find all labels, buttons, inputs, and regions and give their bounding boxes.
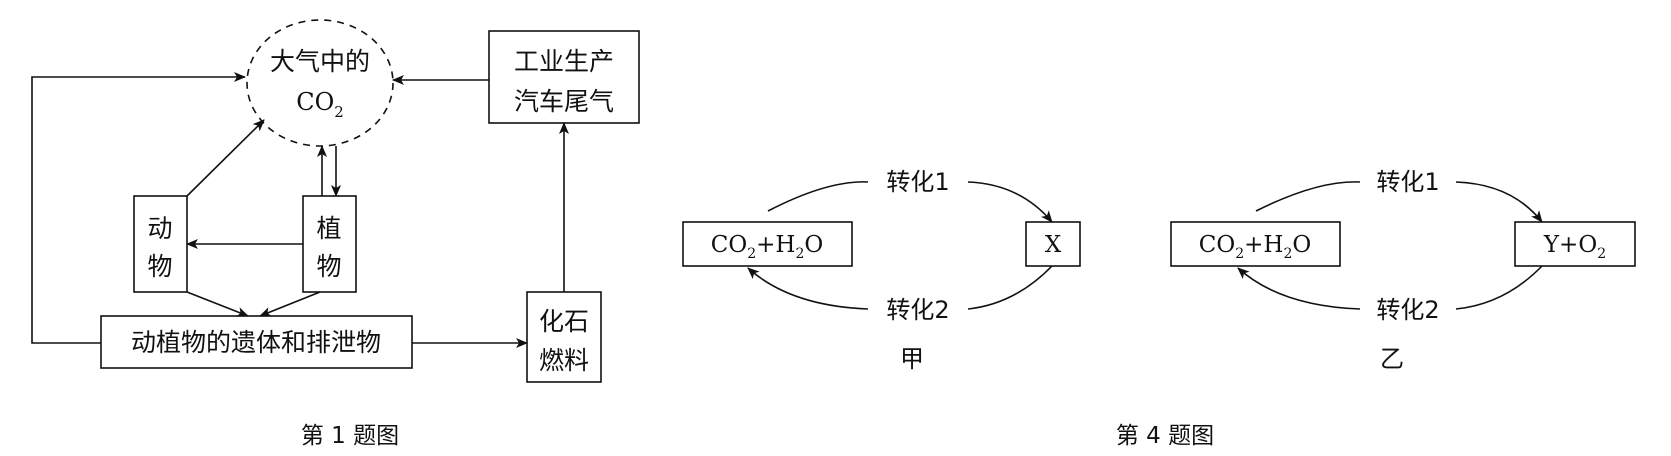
animal-node: 动 物	[133, 195, 188, 293]
industry-label: 工业生产	[514, 47, 614, 76]
yi-products-formula: Y+O2	[1543, 232, 1606, 262]
fossil-label-1: 化石	[539, 307, 589, 336]
arrow-plant-to-remains	[259, 291, 321, 317]
yi-conversion2-arc-right	[1455, 265, 1543, 310]
yi-conversion2-label: 转化2	[1376, 296, 1439, 324]
jia-conversion2-label: 转化2	[886, 296, 949, 324]
yi-conversion1-label: 转化1	[1376, 168, 1439, 196]
plant-node: 植 物	[302, 195, 357, 293]
animal-label-2: 物	[147, 252, 172, 281]
yi-label: 乙	[1380, 345, 1404, 373]
yi-conversion1-arc-left	[1255, 181, 1361, 212]
conversion-diagram-jia: CO2+H2O X 转化1 转化2 甲	[682, 168, 1081, 373]
yi-products-box	[1514, 221, 1636, 267]
jia-conversion2-arc-left	[747, 267, 869, 310]
carbon-cycle-diagram: 大气中的 CO2 工业生产 汽车尾气 动 物 植 物 动植物的遗体和排泄物	[31, 19, 640, 449]
animal-label-1: 动	[147, 214, 172, 243]
jia-label: 甲	[900, 345, 924, 373]
yi-reactants-box	[1170, 221, 1341, 267]
figure1-caption: 第 1 题图	[301, 423, 399, 449]
jia-conversion1-arc-right	[967, 181, 1053, 223]
remains-label: 动植物的遗体和排泄物	[131, 328, 381, 357]
fossil-label-2: 燃料	[539, 346, 589, 375]
atmosphere-co2-formula: CO2	[296, 88, 344, 121]
arrow-remains-to-atmosphere	[31, 72, 246, 344]
jia-reactants-box	[682, 221, 853, 267]
jia-conversion2-arc-right	[967, 265, 1053, 310]
arrow-animal-to-atmosphere	[186, 119, 265, 197]
remains-node: 动植物的遗体和排泄物	[100, 315, 413, 369]
conversion-diagram-yi: CO2+H2O Y+O2 转化1 转化2 乙	[1170, 168, 1636, 373]
fossil-fuel-node: 化石 燃料	[526, 291, 602, 383]
atmosphere-co2-node: 大气中的 CO2	[246, 19, 394, 147]
figure4-caption: 第 4 题图	[1116, 423, 1214, 449]
yi-reactants-formula: CO2+H2O	[1199, 232, 1312, 262]
jia-product-box	[1025, 221, 1081, 267]
yi-conversion1-arc-right	[1455, 181, 1543, 223]
yi-conversion2-arc-left	[1237, 267, 1361, 310]
jia-product-x: X	[1045, 232, 1062, 258]
plant-label-1: 植	[316, 214, 341, 243]
exhaust-label: 汽车尾气	[514, 87, 614, 116]
industry-exhaust-node: 工业生产 汽车尾气	[488, 30, 640, 124]
jia-conversion1-arc-left	[767, 181, 869, 212]
atmosphere-label: 大气中的	[270, 47, 370, 76]
cycle-arrows	[31, 72, 569, 348]
arrow-animal-to-remains	[186, 291, 249, 317]
jia-reactants-formula: CO2+H2O	[711, 232, 824, 262]
plant-label-2: 物	[316, 252, 341, 281]
jia-conversion1-label: 转化1	[886, 168, 949, 196]
